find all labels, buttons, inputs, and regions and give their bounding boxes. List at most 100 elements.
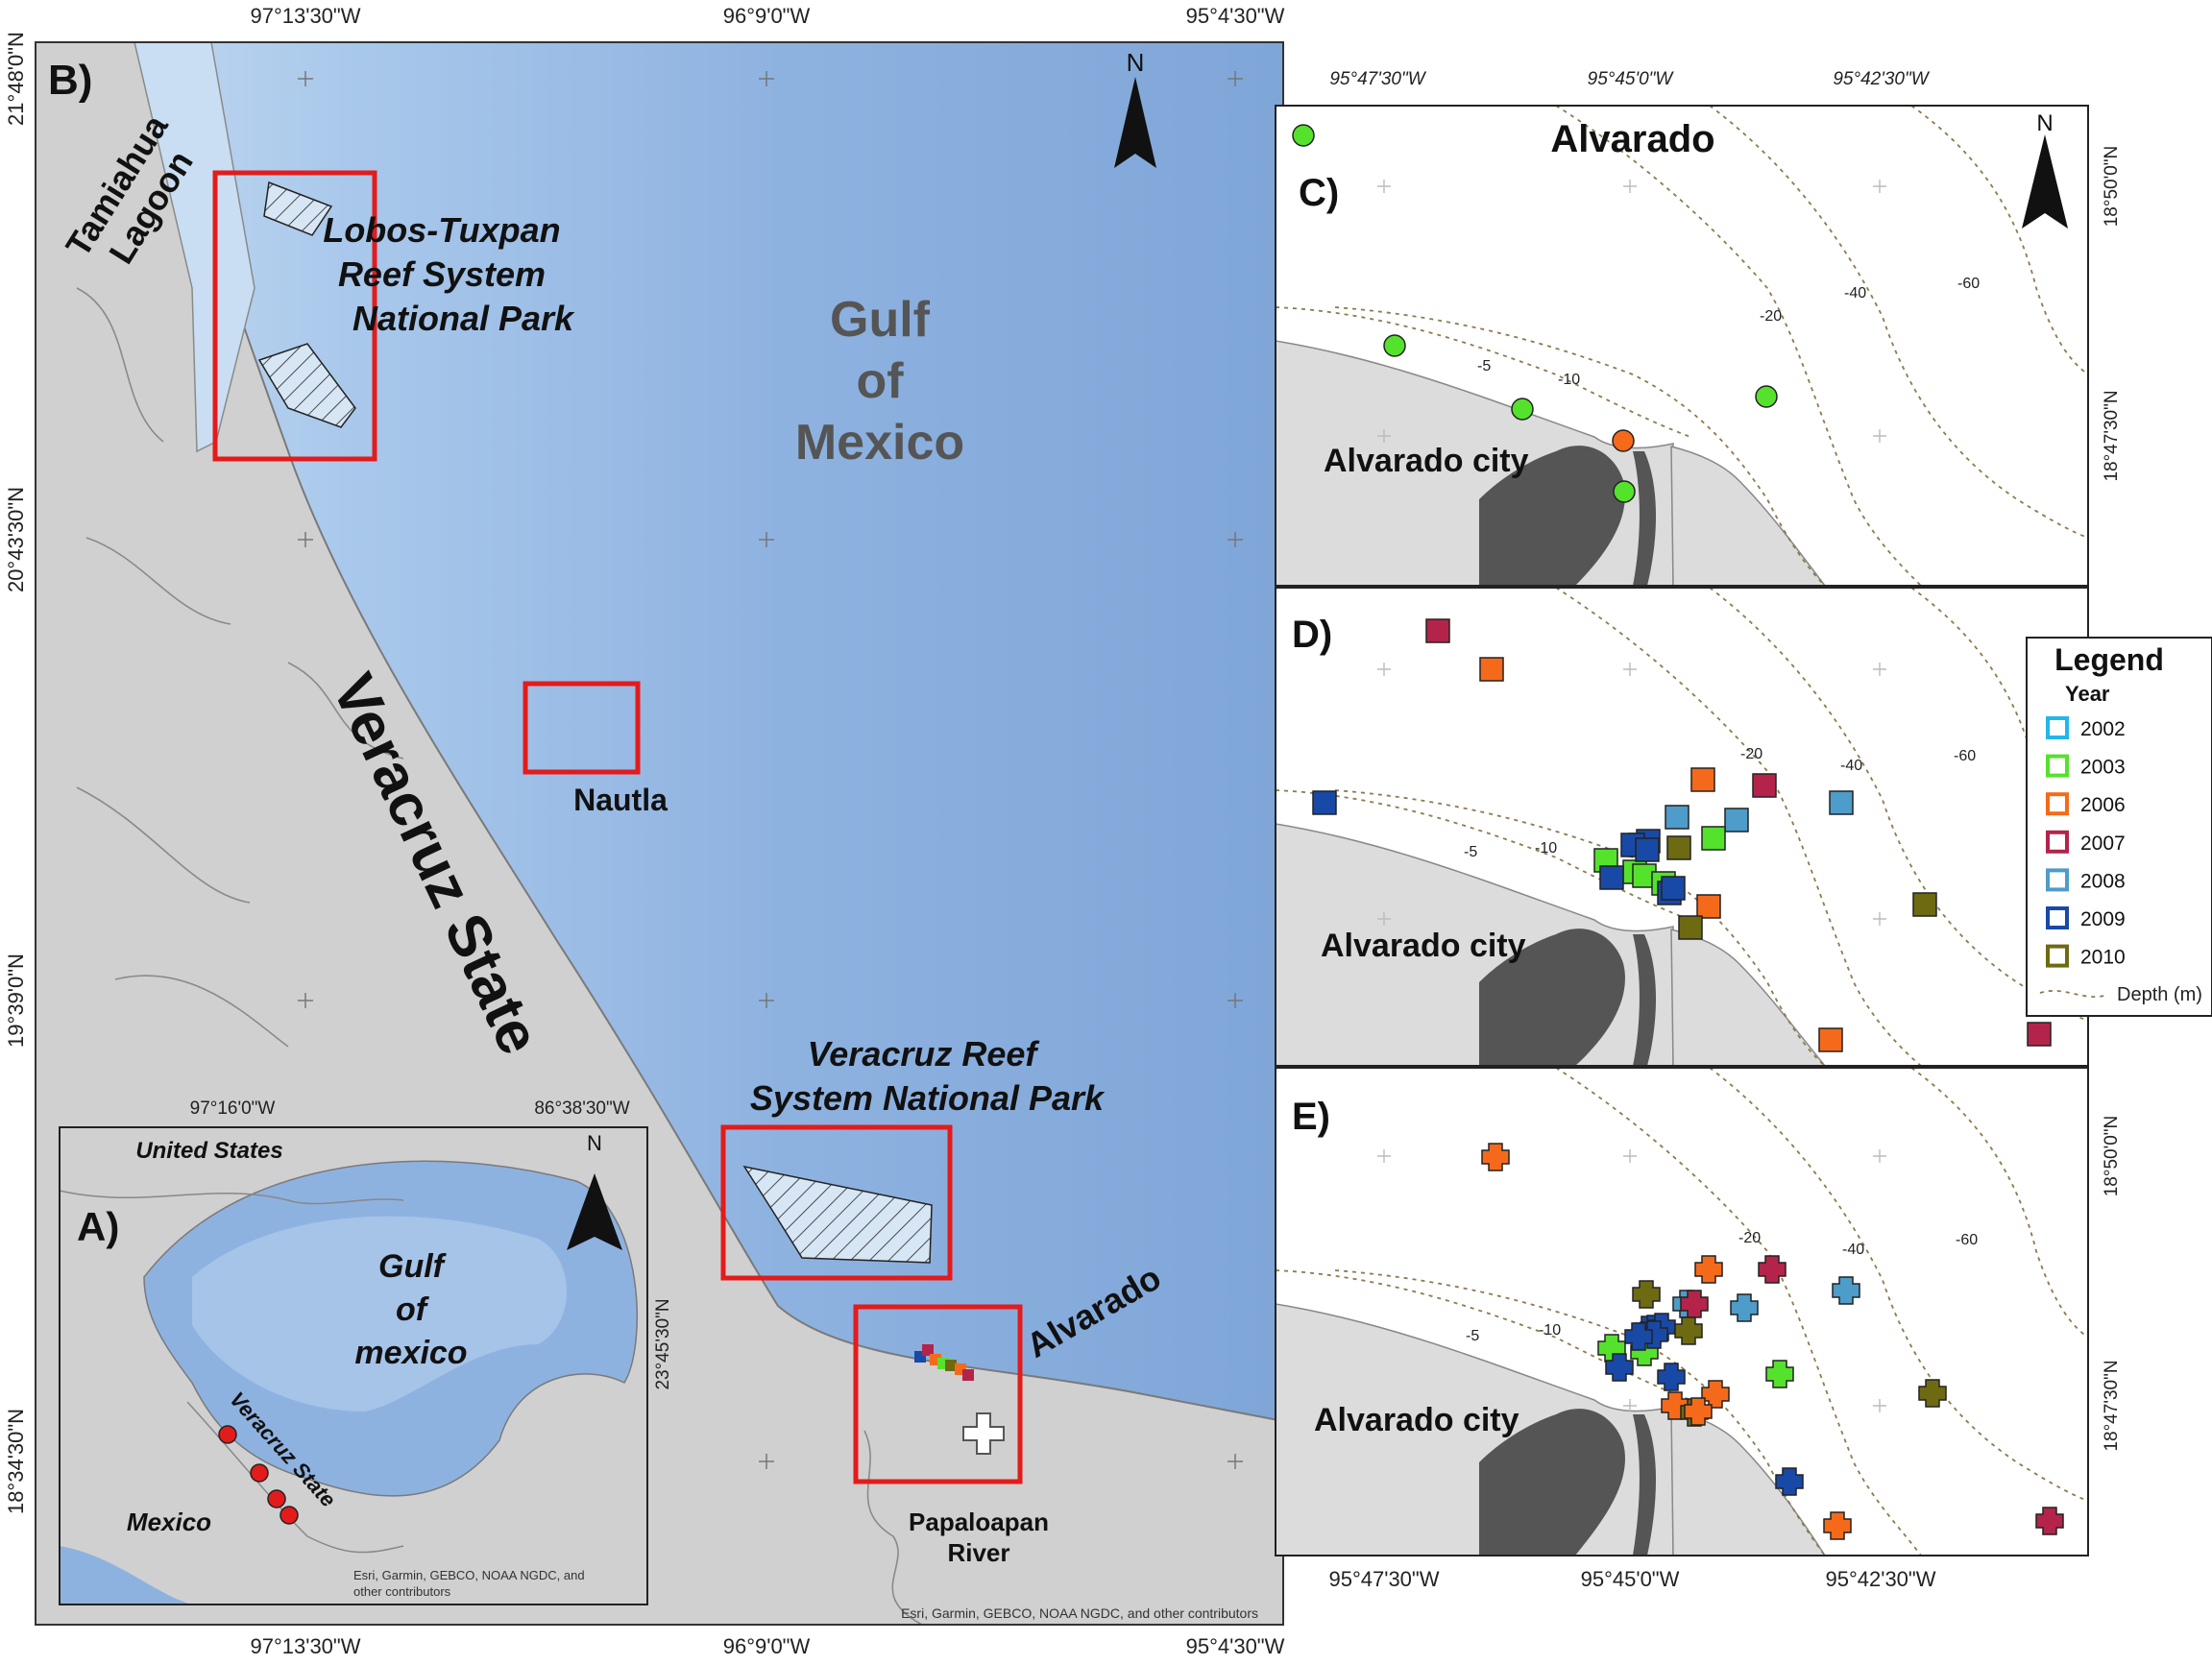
svg-text:River: River — [947, 1538, 1009, 1567]
sample-square-21 — [1912, 892, 1937, 917]
lat-tick-4: 18°34'30"N — [4, 1409, 28, 1514]
panel-c-grid — [1377, 180, 1886, 443]
svg-text:Gulf: Gulf — [378, 1248, 448, 1285]
legend-title: Legend — [2054, 642, 2164, 677]
north-arrow-b — [1114, 77, 1156, 168]
legend-swatch-2007 — [2046, 830, 2069, 854]
papaloapan-cross-marker — [962, 1412, 1005, 1455]
map-a-lon-2: 86°38'30"W — [534, 1098, 629, 1119]
legend-swatch-2010 — [2046, 944, 2069, 968]
sample-square-23 — [2027, 1022, 2052, 1047]
svg-text:of: of — [396, 1291, 430, 1328]
lobos-reef-hatch-north — [263, 181, 333, 236]
svg-text:Reef System: Reef System — [338, 254, 546, 294]
legend-year-2008: 2008 — [2080, 870, 2126, 892]
svg-text:System National Park: System National Park — [750, 1078, 1106, 1118]
pacific-water — [60, 1546, 192, 1605]
panel-d — [1276, 588, 2088, 1066]
city-label-e: Alvarado city — [1314, 1402, 1519, 1438]
lat-tick-2: 20°43'30"N — [4, 487, 28, 592]
panel-e — [1276, 1068, 2088, 1556]
depth-label-e-40: -40 — [1842, 1242, 1864, 1258]
sample-square-20 — [1678, 915, 1703, 940]
sample-cross-16 — [1657, 1363, 1686, 1391]
sample-square-19 — [1696, 894, 1721, 919]
map-a-lon-1: 97°16'0"W — [190, 1098, 276, 1119]
map-a — [60, 1127, 647, 1605]
sample-square-11 — [1666, 835, 1691, 860]
svg-text:Mexico: Mexico — [795, 415, 964, 471]
sample-square-26 — [1635, 837, 1660, 862]
legend-box — [2026, 637, 2212, 1017]
sample-square-16 — [1599, 865, 1624, 890]
panel-d-sample-squares — [1312, 618, 2052, 1052]
legend-year-2006: 2006 — [2080, 794, 2126, 816]
inset-lat-4: 18°47'30"N — [2102, 1360, 2122, 1451]
nautla-label: Nautla — [573, 783, 668, 817]
svg-text:Papaloapan: Papaloapan — [909, 1508, 1049, 1536]
sample-cross-21 — [1684, 1397, 1713, 1426]
panel-d-city — [1479, 929, 1625, 1066]
depth-label-c-20: -20 — [1760, 308, 1782, 325]
north-arrow-c — [2022, 134, 2068, 229]
sample-cross-8 — [1730, 1293, 1759, 1322]
svg-text:Esri, Garmin, GEBCO, NOAA NGDC: Esri, Garmin, GEBCO, NOAA NGDC, and — [353, 1568, 585, 1582]
panel-d-grid — [1377, 663, 1886, 926]
lobos-reef-hatch-south — [257, 343, 356, 428]
sample-cross-23 — [1775, 1467, 1804, 1496]
gulf-of-mexico-inset-label: Gulf of mexico — [354, 1248, 467, 1371]
state-border — [186, 1401, 404, 1554]
north-label-a: N — [587, 1131, 602, 1155]
sample-square-8 — [1724, 808, 1749, 832]
north-arrow-a — [567, 1173, 622, 1250]
legend-year-2010: 2010 — [2080, 947, 2126, 969]
inset-lat-2: 18°47'30"N — [2102, 390, 2122, 481]
legend-year-2003: 2003 — [2080, 757, 2126, 779]
legend-swatch-2008 — [2046, 868, 2069, 892]
sample-square-1 — [1425, 618, 1450, 643]
panel-e-depth-contours — [1276, 1068, 2088, 1556]
map-a-credit: Esri, Garmin, GEBCO, NOAA NGDC, and othe… — [353, 1568, 585, 1599]
sample-square-4 — [1690, 767, 1715, 792]
panel-c-land-east — [1670, 446, 1826, 586]
inset-lon-bottom-3: 95°42'30"W — [1826, 1567, 1936, 1591]
panel-e-sample-crosses — [1481, 1143, 2064, 1540]
united-states-label: United States — [135, 1138, 282, 1164]
sample-cross-5 — [1632, 1280, 1661, 1309]
papaloapan-river-label: Papaloapan River — [909, 1508, 1049, 1567]
legend-year-2002: 2002 — [2080, 718, 2126, 740]
sample-square-25 — [1661, 876, 1686, 901]
panel-c — [1276, 106, 2088, 586]
sample-cross-3 — [1758, 1255, 1787, 1284]
inset-lon-top-2: 95°45'0"W — [1588, 69, 1675, 89]
legend-year-2009: 2009 — [2080, 908, 2126, 930]
inset-lat-3: 18°50'0"N — [2102, 1116, 2122, 1197]
lobos-tuxpan-box — [212, 170, 377, 462]
panel-e-grid — [1377, 1149, 1886, 1412]
inset-lat-1: 18°50'0"N — [2102, 146, 2122, 228]
depth-label-c-10: -10 — [1558, 372, 1580, 388]
inset-lon-top-3: 95°42'30"W — [1833, 69, 1930, 89]
sample-cross-1 — [1481, 1143, 1510, 1171]
legend: Legend Year 2002200320062007200820092010… — [2026, 637, 2212, 1017]
sample-square-22 — [1818, 1027, 1843, 1052]
sample-cross-4 — [1832, 1276, 1860, 1305]
panel-d-city-strip — [1633, 934, 1657, 1066]
north-label-b: N — [1127, 48, 1145, 77]
veracruz-reef-hatch — [742, 1165, 933, 1264]
sample-cross-17 — [1765, 1360, 1794, 1388]
panel-c-sample-circles — [1292, 124, 1778, 503]
lat-tick-3: 19°39'0"N — [4, 953, 28, 1048]
sample-cross-18 — [1701, 1380, 1730, 1409]
map-a-frame — [59, 1126, 648, 1605]
red-site-markers — [218, 1425, 299, 1525]
panel-label-d: D) — [1292, 614, 1332, 656]
svg-text:Veracruz Reef: Veracruz Reef — [808, 1034, 1040, 1074]
legend-swatch-2003 — [2046, 754, 2069, 778]
sample-square-2 — [1479, 657, 1504, 682]
panel-e-frame — [1275, 1067, 2089, 1556]
rivers-and-borders — [76, 287, 923, 1625]
sample-square-3 — [1312, 790, 1337, 815]
depth-label-e-10: -10 — [1539, 1322, 1561, 1339]
